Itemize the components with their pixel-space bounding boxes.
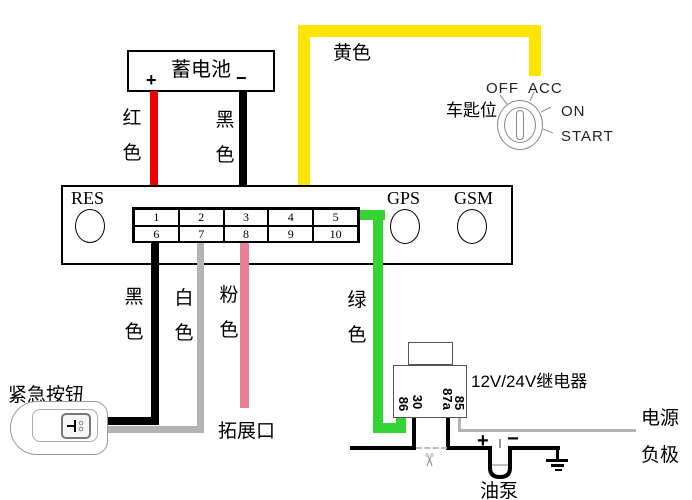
black-wire-bottom-label: 黑色 [124, 287, 144, 343]
power-negative-label-line1: 电源 [641, 408, 680, 429]
green-wire-label: 绿色 [347, 290, 367, 346]
terminal-9: 9 [268, 226, 314, 243]
pump-minus-sign: − [507, 428, 519, 450]
white-wire-label: 白色 [174, 288, 194, 344]
ground-bar-2 [551, 464, 564, 467]
black-wire-top-label: 黑色 [215, 110, 235, 166]
terminal-3: 3 [223, 209, 269, 226]
pink-wire-label: 粉色 [219, 285, 239, 341]
pump-wire-mid [448, 446, 492, 450]
relay-pin-30-label: 30 [410, 394, 425, 410]
white-wire-pin7 [197, 243, 204, 433]
yellow-wire-left-drop [298, 25, 310, 208]
relay-pin-30-wire [412, 418, 416, 450]
black-wire-pin6 [151, 243, 159, 425]
red-wire-label: 红色 [122, 108, 142, 164]
relay-label: 12V/24V继电器 [471, 372, 588, 391]
key-on-label: ON [561, 103, 586, 120]
pump-plus-sign: + [477, 430, 489, 452]
scissors-icon: ✂ [419, 452, 439, 468]
terminal-10: 10 [313, 226, 358, 243]
res-button [75, 209, 105, 243]
res-label: RES [71, 188, 105, 208]
red-wire [150, 91, 158, 208]
relay-pin-86-label: 86 [396, 396, 411, 412]
terminal-8: 8 [223, 226, 269, 243]
gsm-label: GSM [454, 188, 494, 208]
pump-center-tick [499, 439, 501, 448]
cut-line [416, 447, 447, 449]
gsm-port [457, 209, 487, 244]
gps-label: GPS [387, 188, 421, 208]
emergency-button-glyph-icon [67, 420, 84, 432]
key-slot [516, 110, 524, 140]
green-wire-vertical [373, 210, 383, 433]
ground-stub [556, 449, 559, 460]
terminal-1: 1 [134, 209, 179, 226]
terminal-5: 5 [313, 209, 358, 226]
key-start-label: START [561, 128, 614, 145]
relay-pin-85-label: 85 [452, 395, 467, 411]
yellow-wire-label: 黄色 [333, 43, 372, 64]
green-wire-to-pin86 [396, 418, 406, 433]
relay-pin-85-wire-vertical [458, 418, 461, 431]
relay-tab [408, 342, 453, 365]
key-acc-label: ACC [528, 80, 563, 97]
relay-pin-85-wire-horizontal [458, 429, 636, 432]
green-wire-bottom [373, 423, 406, 433]
black-wire-battery [239, 91, 247, 208]
yellow-wire-right-drop [529, 25, 541, 76]
black-wire-pin6-horizontal [100, 417, 159, 425]
terminal-2: 2 [178, 209, 224, 226]
fuel-pump-label: 油泵 [480, 481, 519, 500]
battery-minus-terminal: − [236, 68, 247, 88]
gps-port [390, 209, 420, 244]
green-wire-out [360, 210, 385, 220]
battery-box: 蓄电池 [127, 50, 275, 92]
emergency-button-key [61, 413, 91, 439]
yellow-wire-horizontal [298, 25, 541, 37]
relay-body [393, 365, 467, 418]
terminal-7: 7 [178, 226, 224, 243]
ground-bar-3 [555, 469, 562, 471]
pink-wire-pin8 [240, 243, 249, 408]
power-negative-label-line2: 负极 [641, 445, 680, 466]
key-switch-ticks [499, 91, 554, 134]
key-position-label: 车匙位 [446, 101, 497, 120]
terminal-4: 4 [268, 209, 314, 226]
emergency-button-label: 紧急按钮 [8, 385, 85, 406]
relay-pin-87a-wire [446, 418, 450, 450]
pump-wire-left-stub [350, 446, 414, 450]
expansion-port-label: 拓展口 [218, 421, 276, 442]
ground-bar-1 [546, 459, 568, 462]
white-wire-pin7-horizontal [100, 426, 204, 433]
battery-plus-terminal: + [146, 70, 157, 90]
terminal-6: 6 [134, 226, 179, 243]
terminal-block: 1 2 3 4 5 6 7 8 9 10 [132, 207, 360, 243]
pump-wire-right [508, 446, 560, 450]
battery-title: 蓄电池 [171, 59, 231, 81]
key-off-label: OFF [486, 80, 519, 97]
fuel-pump-symbol [488, 446, 512, 480]
